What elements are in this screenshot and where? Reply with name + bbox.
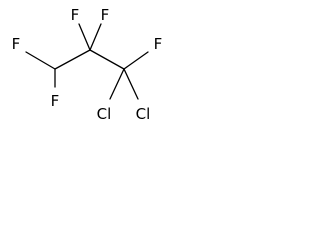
chemical-structure-diagram: F F F F F Cl Cl <box>12 6 163 123</box>
atom-label-f-right: F <box>154 35 163 53</box>
bond-c2-f-top-center-right <box>89 23 102 51</box>
atom-label-cl-left: Cl <box>97 105 112 123</box>
atom-label-f-top-center-right: F <box>101 6 110 24</box>
bond-c3-f-right <box>123 51 149 70</box>
bond-layer <box>25 23 149 100</box>
atom-label-f-left: F <box>12 35 21 53</box>
bond-c1-f-left <box>25 51 56 70</box>
atom-label-f-lower-left: F <box>51 92 60 110</box>
bond-c1-c2 <box>54 49 91 70</box>
bond-c3-cl-left <box>109 68 125 100</box>
atom-label-f-top-center-left: F <box>71 6 80 24</box>
atom-label-cl-right: Cl <box>136 105 151 123</box>
bond-c3-cl-right <box>123 68 139 100</box>
bond-c2-f-top-center-left <box>78 23 91 51</box>
atom-label-layer: F F F F F Cl Cl <box>12 6 163 123</box>
bond-c2-c3 <box>89 49 125 70</box>
